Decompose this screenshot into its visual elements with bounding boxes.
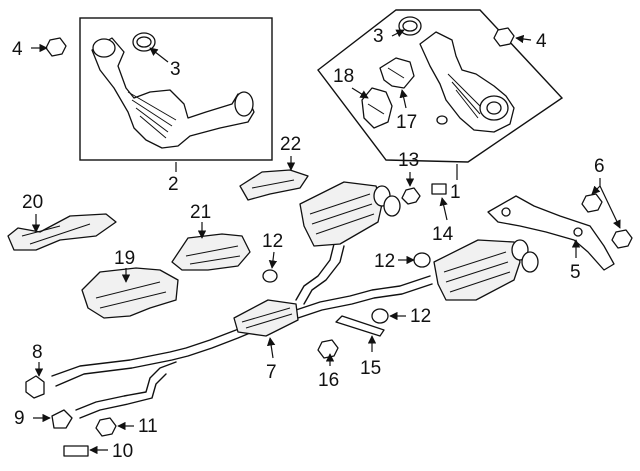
callout-16: 16: [318, 370, 339, 391]
hanger-icon[interactable]: [371, 308, 389, 324]
callout-6: 6: [594, 156, 605, 177]
bolt-icon[interactable]: [431, 183, 447, 195]
callout-20: 20: [22, 192, 43, 213]
callout-1: 1: [450, 182, 461, 203]
hanger-icon[interactable]: [413, 252, 431, 268]
bracket-5[interactable]: [487, 195, 615, 271]
hanger-icon[interactable]: [262, 269, 278, 283]
callout-7: 7: [266, 362, 277, 383]
nut-icon[interactable]: [317, 339, 339, 359]
callout-19: 19: [114, 248, 135, 269]
callout-17: 17: [396, 112, 417, 133]
heat-shield-17[interactable]: [379, 57, 415, 89]
catalytic-converter-left[interactable]: [79, 17, 273, 161]
nut-icon[interactable]: [611, 229, 633, 249]
callout-12: 12: [374, 251, 395, 272]
callout-4: 4: [12, 39, 23, 60]
callout-13: 13: [398, 150, 419, 171]
callout-2: 2: [168, 174, 179, 195]
callout-3: 3: [170, 59, 181, 80]
gasket-left[interactable]: [132, 32, 156, 52]
group-box-1: [317, 9, 564, 163]
heat-shield-20[interactable]: [7, 213, 117, 251]
callout-8: 8: [32, 342, 43, 363]
callout-12: 12: [262, 231, 283, 252]
callout-14: 14: [432, 224, 454, 245]
stud-icon[interactable]: [63, 445, 89, 457]
callout-5: 5: [570, 262, 581, 283]
muffler-left[interactable]: [299, 181, 401, 247]
nut-icon[interactable]: [493, 27, 515, 47]
catalytic-converter-right[interactable]: [317, 9, 564, 163]
leader-lines: [31, 29, 621, 455]
group-box-2: [79, 17, 273, 161]
heat-shield-21[interactable]: [171, 233, 251, 271]
heat-shield-22[interactable]: [239, 169, 309, 201]
callout-4: 4: [536, 31, 547, 52]
gasket-right[interactable]: [398, 16, 422, 36]
clamp-icon[interactable]: [25, 375, 45, 399]
muffler-right[interactable]: [433, 239, 539, 301]
heat-shield-19[interactable]: [81, 267, 179, 319]
nut-icon[interactable]: [401, 187, 421, 205]
strap-15[interactable]: [335, 315, 385, 337]
heat-shield-18[interactable]: [361, 87, 393, 129]
callout-3: 3: [373, 26, 384, 47]
callout-22: 22: [280, 134, 301, 155]
callout-11: 11: [138, 416, 158, 437]
nut-icon[interactable]: [45, 37, 67, 57]
resonator-7[interactable]: [233, 299, 299, 337]
callout-9: 9: [14, 408, 25, 429]
callout-21: 21: [190, 202, 211, 223]
nut-icon[interactable]: [95, 417, 117, 437]
callout-labels: 1 2 3 3 4 4 5 6 7 8 9 10 11 12 12 12 13 …: [12, 26, 605, 462]
callout-18: 18: [333, 66, 354, 87]
callout-12: 12: [410, 306, 431, 327]
gasket-icon[interactable]: [51, 409, 73, 429]
exhaust-pipe-system[interactable]: [51, 243, 433, 419]
nut-icon[interactable]: [581, 193, 603, 213]
callout-15: 15: [360, 358, 381, 379]
callout-10: 10: [112, 441, 133, 462]
